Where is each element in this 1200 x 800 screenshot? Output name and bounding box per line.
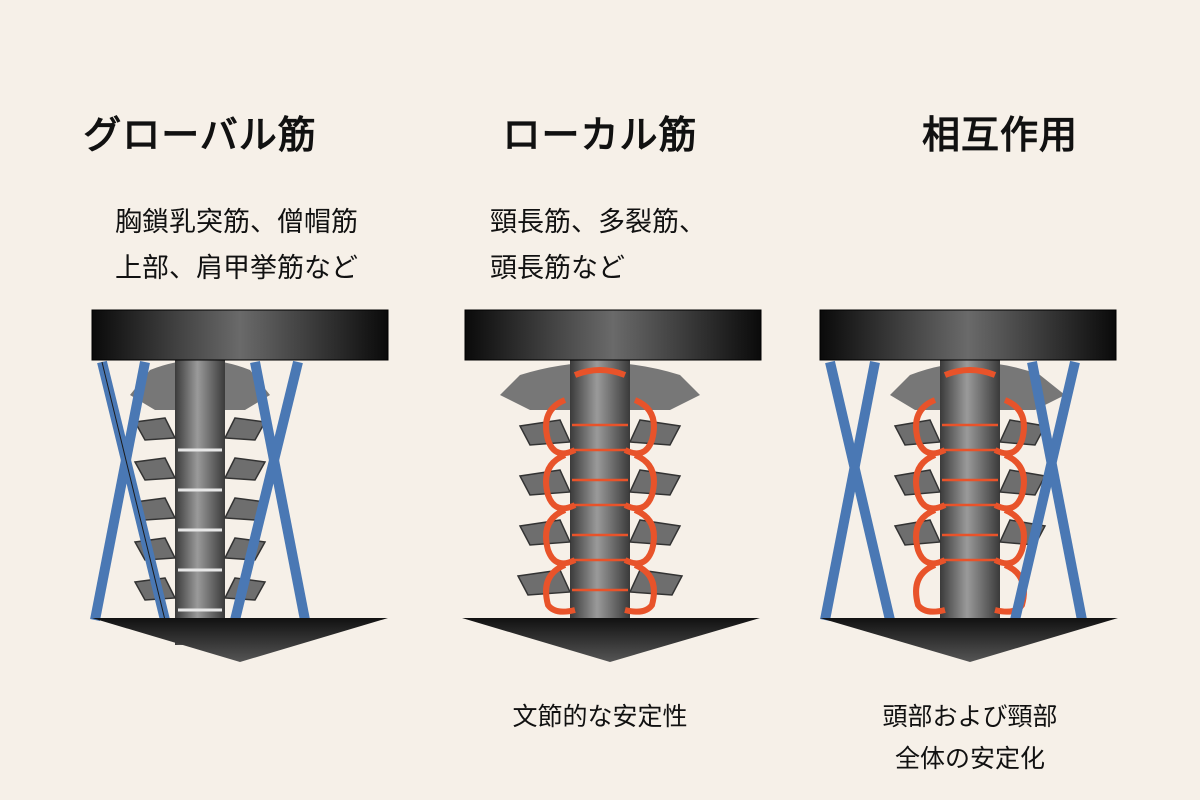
panel-interaction: 相互作用 (800, 0, 1200, 800)
caption-line: 文節的な安定性 (512, 702, 688, 731)
spine-figure (462, 309, 762, 662)
base-arrow (462, 618, 760, 662)
panel-description: 胸鎖乳突筋、僧帽筋 上部、肩甲挙筋など (115, 200, 358, 292)
cervical-spine (130, 355, 270, 645)
spine-figure (90, 309, 389, 662)
spine-figure (819, 309, 1118, 662)
local-muscle-rings (913, 367, 1027, 615)
panel-caption: 文節的な安定性 (400, 696, 800, 738)
description-line: 上部、肩甲挙筋など (115, 253, 358, 284)
description-line: 頸長筋、多裂筋、 (490, 207, 706, 238)
base-arrow (92, 618, 388, 662)
base-arrow (820, 618, 1118, 662)
description-line: 胸鎖乳突筋、僧帽筋 (115, 207, 358, 238)
panel-title: ローカル筋 (502, 113, 698, 157)
panel-title: 相互作用 (921, 113, 1078, 157)
panel-caption: 頭部および頸部 全体の安定化 (770, 696, 1170, 780)
cervical-spine (500, 355, 700, 645)
top-plate (819, 309, 1117, 361)
panel-global-muscles: グローバル筋 胸鎖乳突筋、僧帽筋 上部、肩甲挙筋など (0, 0, 400, 800)
panel-local-muscles: ローカル筋 頸長筋、多裂筋、 頭長筋など (400, 0, 800, 800)
panel-description: 頸長筋、多裂筋、 頭長筋など (490, 200, 706, 292)
description-line: 頭長筋など (490, 253, 625, 284)
panel-title: グローバル筋 (83, 113, 317, 157)
local-muscle-rings (543, 367, 657, 615)
top-plate (91, 309, 389, 361)
global-muscle-bands (820, 360, 1087, 622)
caption-line: 全体の安定化 (894, 744, 1045, 773)
caption-line: 頭部および頸部 (882, 702, 1058, 731)
top-plate (464, 309, 762, 361)
